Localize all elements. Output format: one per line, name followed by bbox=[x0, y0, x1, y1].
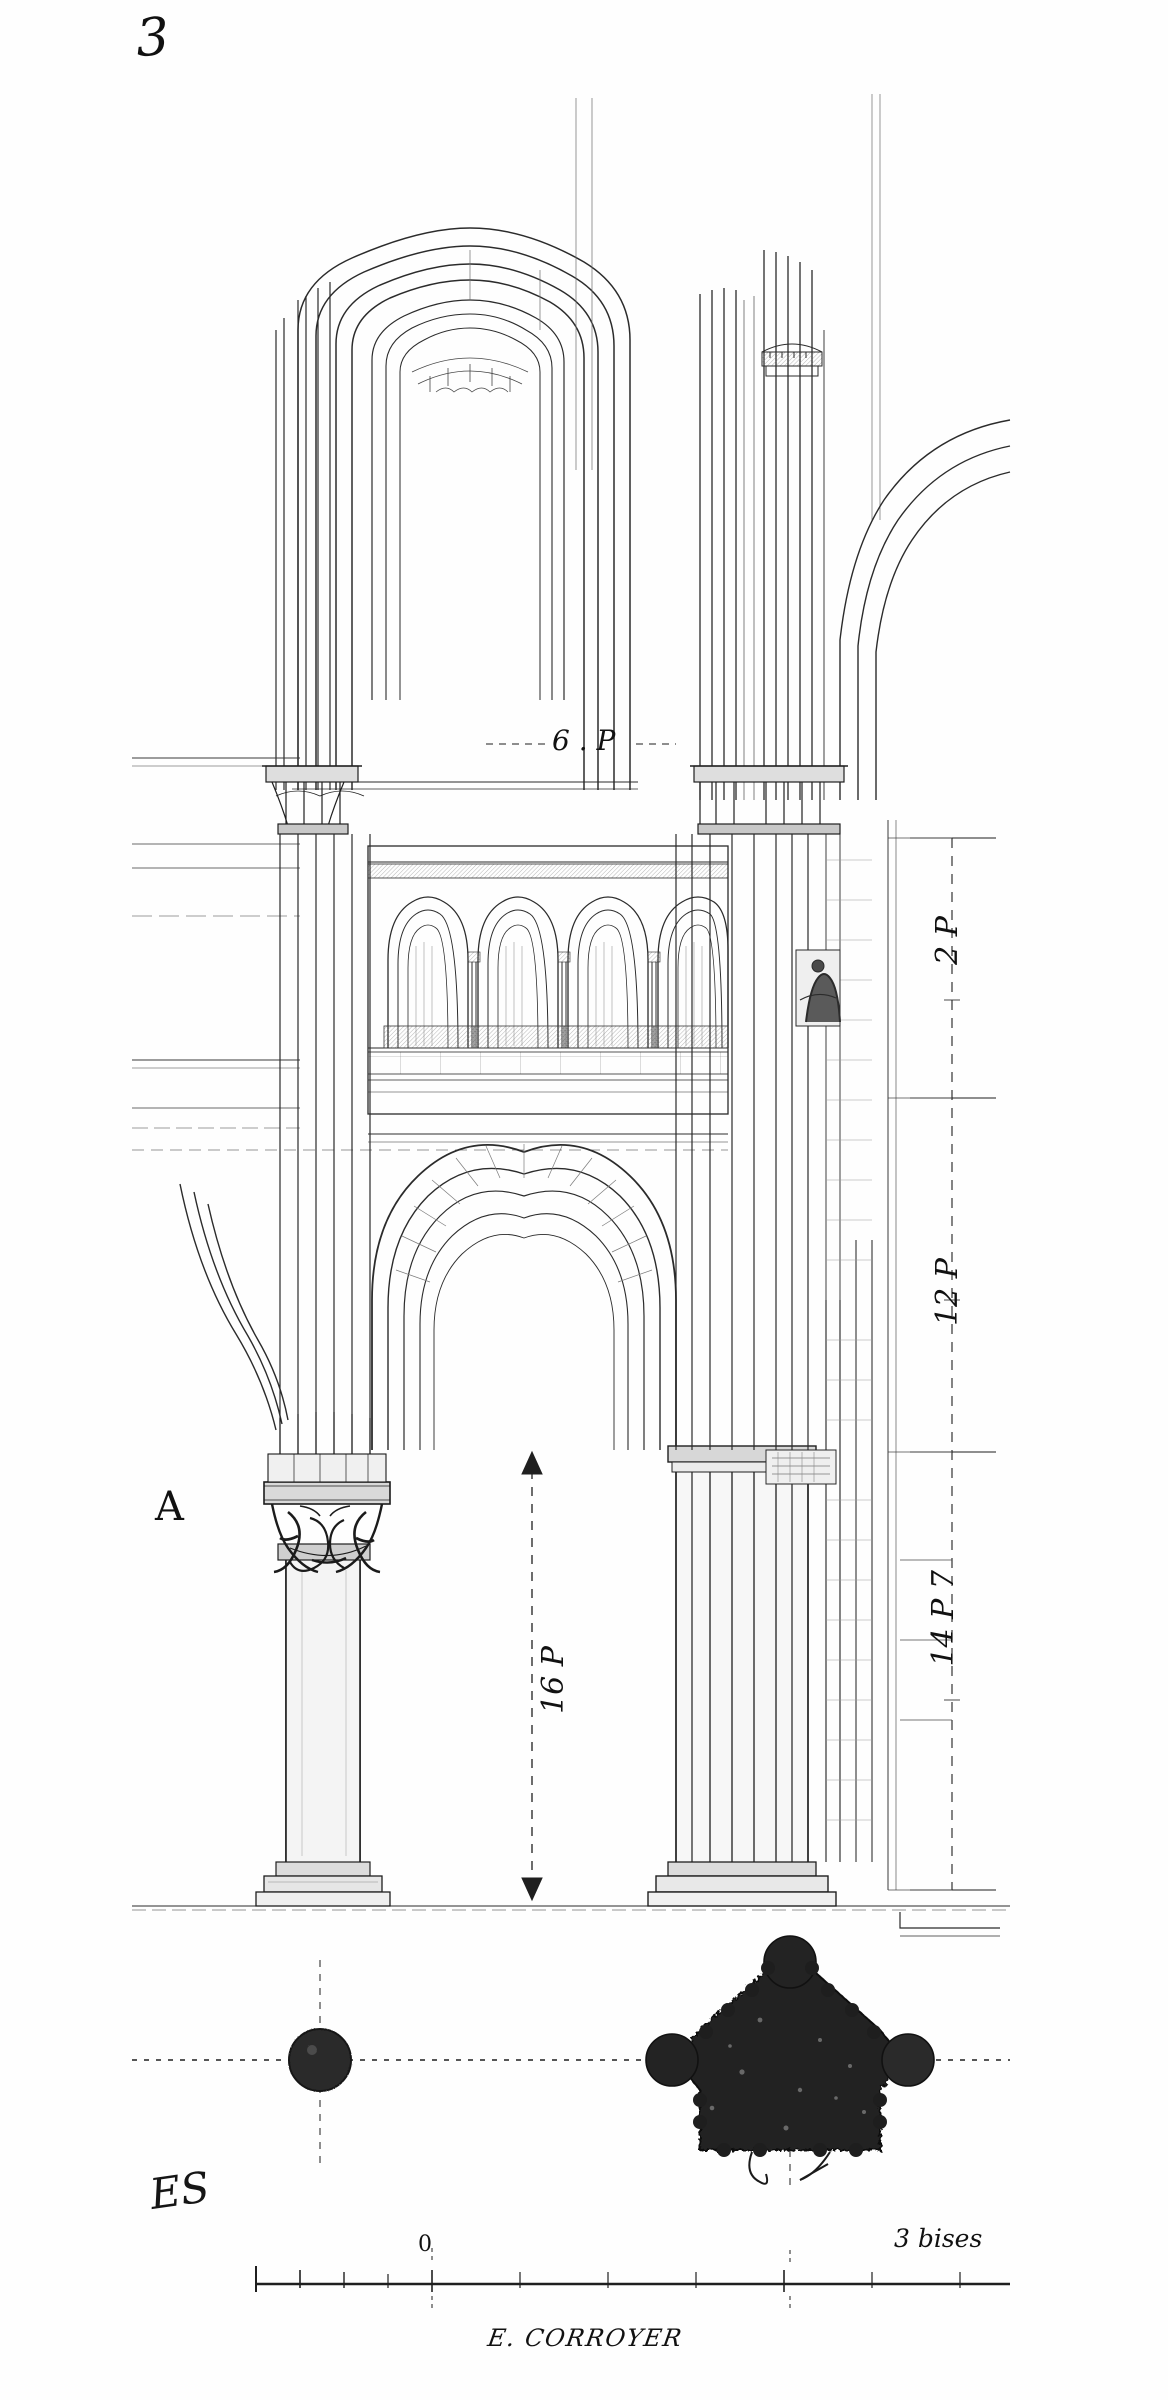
left-shaft-cluster-lower bbox=[279, 834, 371, 1418]
right-vertical-rails bbox=[887, 820, 897, 1890]
upper-right-capital bbox=[690, 765, 848, 835]
label-point-a: A bbox=[155, 1484, 184, 1530]
artist-monogram: ES bbox=[146, 2162, 213, 2219]
compound-pier-lower bbox=[647, 1240, 873, 1907]
triforium-band bbox=[367, 845, 729, 1115]
left-upper-shaft-cluster bbox=[275, 282, 331, 790]
arcade-voussoirs bbox=[395, 1144, 653, 1283]
foliate-capital-A bbox=[263, 1412, 391, 1574]
flying-buttress-lower-left bbox=[179, 1183, 289, 1431]
dim-chain-right bbox=[910, 837, 996, 1891]
triforium-arches bbox=[387, 896, 729, 1049]
base-right-bracket bbox=[899, 1912, 1000, 1937]
right-upper-shaft-cluster bbox=[699, 250, 825, 800]
construction-lines bbox=[469, 94, 881, 800]
scale-zero-mark: 0 bbox=[418, 2232, 432, 2257]
clerestory-arch-group bbox=[292, 227, 638, 790]
plan-compound-pier bbox=[645, 1935, 935, 2185]
pier-section-masonry bbox=[826, 859, 872, 1821]
lower-left-column bbox=[255, 1543, 391, 1907]
dim-line-16p bbox=[521, 1450, 543, 1902]
flying-buttress-upper-right bbox=[839, 419, 1011, 800]
scale-bar bbox=[255, 2248, 1010, 2312]
dim-label-middle-right: 12 P bbox=[930, 1258, 965, 1326]
plan-round-shaft bbox=[288, 2028, 352, 2092]
arcade-impost-run bbox=[132, 1133, 728, 1151]
dim-label-upper-right: 2 P bbox=[930, 916, 965, 965]
engraver-signature: E. CORROYER bbox=[485, 2324, 685, 2352]
pier-niche-figure bbox=[795, 949, 841, 1027]
pier-upper-shafts bbox=[675, 834, 841, 1450]
string-courses-left bbox=[132, 757, 300, 1129]
upper-left-capital bbox=[262, 765, 365, 835]
nave-arcade-arch bbox=[371, 1143, 677, 1450]
dim-label-arch-width: 6 . P bbox=[552, 724, 616, 757]
scale-right-mark: 3 bises bbox=[894, 2224, 983, 2253]
dim-leaders-right bbox=[888, 837, 952, 1891]
arch-crown-detail bbox=[411, 357, 529, 393]
right-shaft-capital-detail bbox=[761, 343, 823, 377]
plate-number: 3 bbox=[133, 6, 172, 70]
dim-label-pier-height: 16 P bbox=[536, 1646, 571, 1714]
dim-label-lower-right: 14 P 7 bbox=[926, 1570, 961, 1667]
pier-inscription-plate bbox=[765, 1449, 837, 1485]
